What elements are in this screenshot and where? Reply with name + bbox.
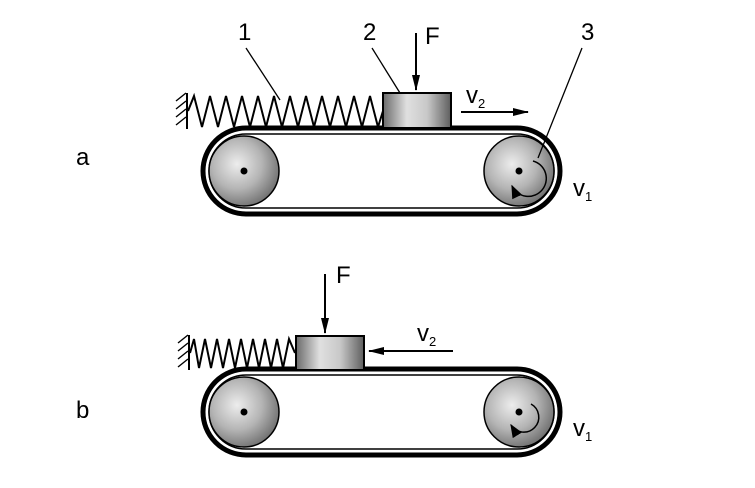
figure-a-block [382,92,452,129]
callout-1: 1 [238,19,251,46]
figure-b-force-label: F [336,262,351,289]
figure-b-rotation-arrow [510,403,540,439]
figure-a-force-label: F [425,23,440,50]
figure-a-label: a [76,144,90,171]
figure-b-label: b [76,397,89,424]
figure-b-right-roller [483,376,555,448]
callout-3: 3 [581,19,594,46]
figure-b-v1-label: v1 [573,415,592,444]
figure-b-spring [189,335,296,369]
figure-a-v1-label: v1 [573,175,592,204]
figure-a-spring [187,92,384,131]
figure-b: b F v2 v1 [76,262,592,458]
figure-b-wall [177,334,190,370]
figure-b-left-roller [208,376,280,448]
figure-a: a F v2 [76,19,594,217]
callout-2: 2 [363,19,376,46]
figure-a-right-roller [483,135,555,207]
figure-b-block [295,335,365,371]
callout-1-leader [245,47,281,101]
callout-2-leader [371,47,401,94]
figure-a-left-roller [208,135,280,207]
figure-a-v2-label: v2 [466,82,485,111]
figure-b-v2-label: v2 [417,320,436,349]
figure-a-wall [175,92,188,129]
callout-3-leader [537,47,583,159]
figure-a-rotation-arrow [511,160,548,200]
figure-b-belt-outer [200,366,563,458]
figure-a-belt-outer [200,125,563,217]
